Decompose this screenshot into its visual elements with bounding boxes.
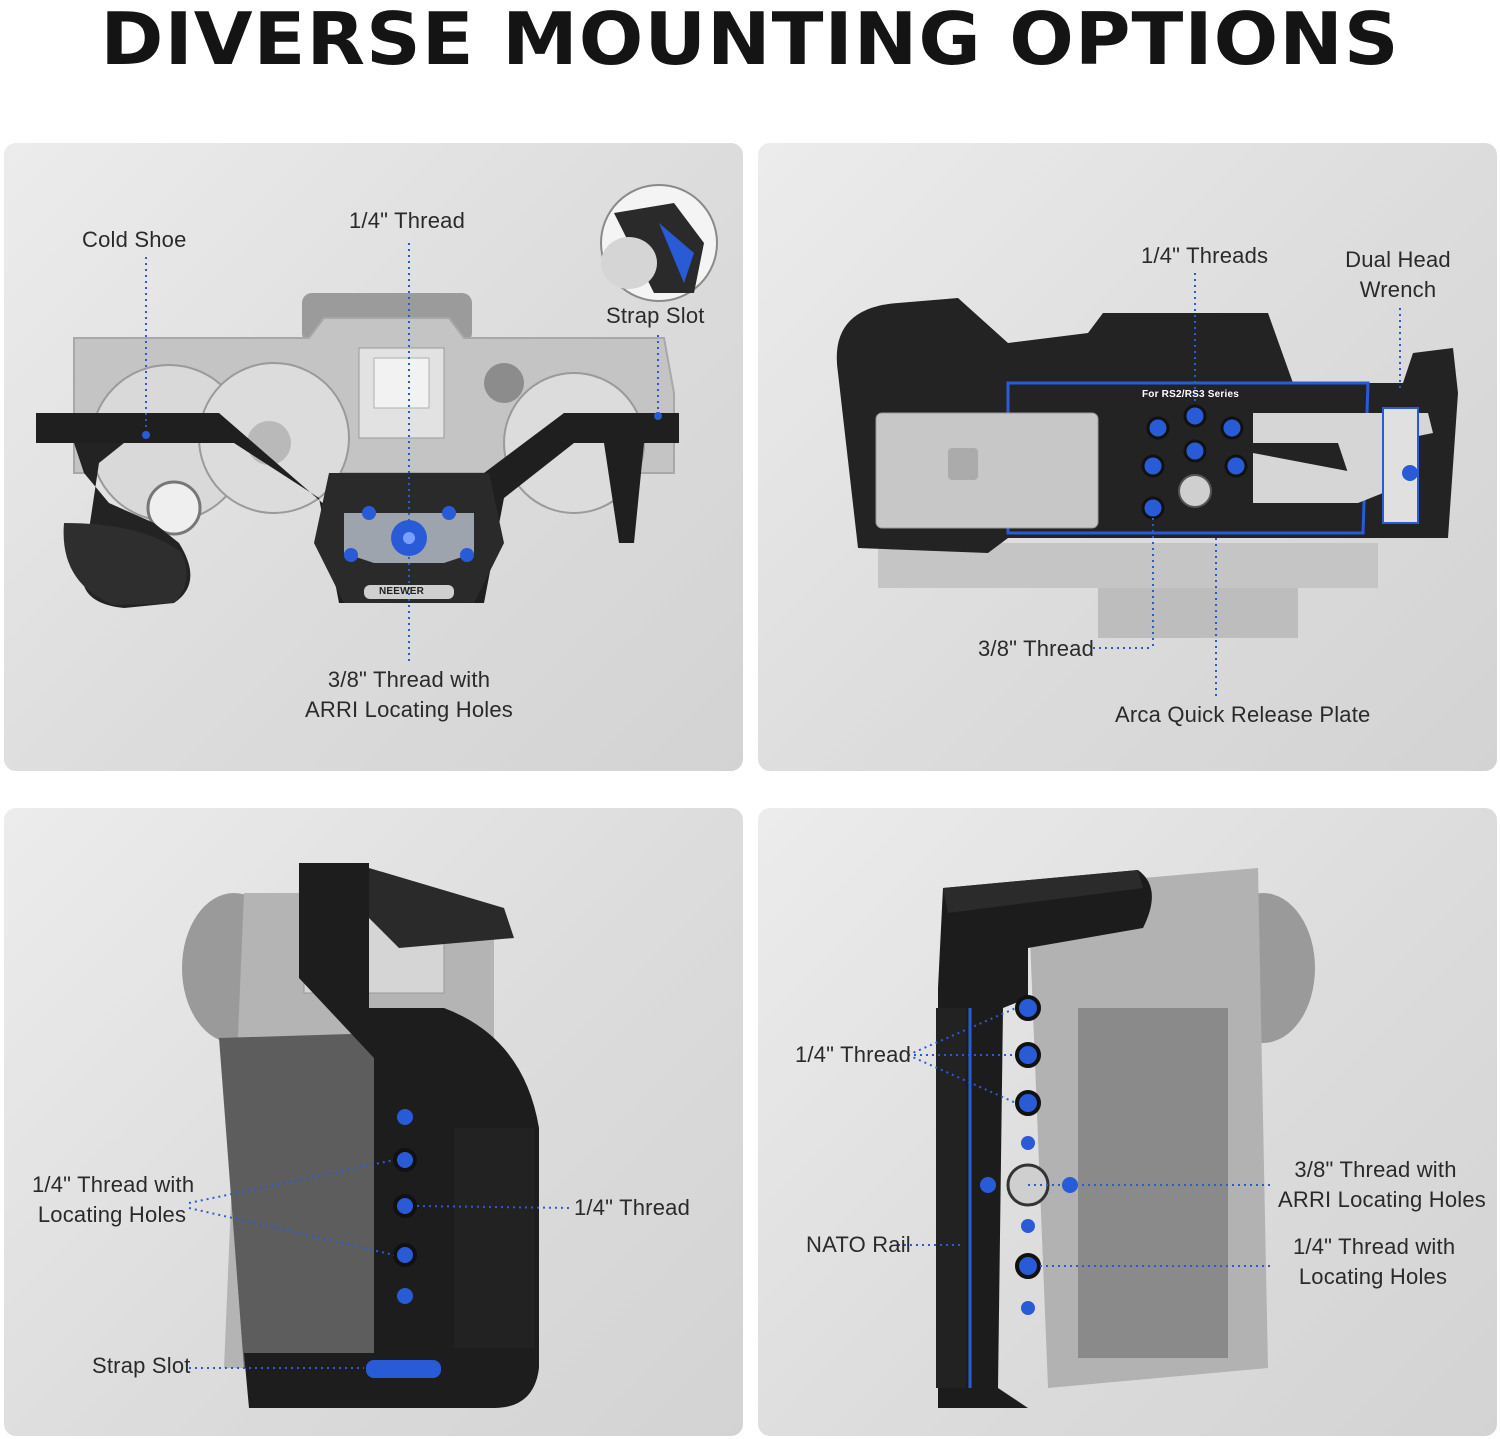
- label-quarter-thread-right: 1/4" Thread: [795, 1042, 912, 1067]
- label-nato-rail: NATO Rail: [806, 1232, 911, 1257]
- label-strap-slot-side: Strap Slot: [92, 1353, 191, 1378]
- label-line: 3/8" Thread with: [327, 667, 491, 692]
- label-line: Locating Holes: [37, 1202, 187, 1227]
- label-quarter-thread-side: 1/4" Thread: [574, 1195, 691, 1220]
- label-38-thread: 3/8" Thread: [978, 636, 1095, 661]
- cage-side-left-illustration: [182, 863, 571, 1408]
- label-arca-plate: Arca Quick Release Plate: [1115, 702, 1371, 727]
- plate-print: For RS2/RS3 Series: [1142, 389, 1239, 400]
- label-strap-slot-top: Strap Slot: [606, 303, 705, 328]
- panel-top-view: Cold Shoe 1/4" Thread Strap Slot 3/8" Th…: [4, 143, 743, 771]
- label-line: 1/4" Thread with: [32, 1172, 195, 1197]
- label-locating-holes-left: 1/4" Thread with Locating Holes: [32, 1170, 195, 1230]
- label-line: 3/8" Thread with: [1294, 1157, 1457, 1182]
- page-title: DIVERSE MOUNTING OPTIONS: [100, 0, 1400, 81]
- panel-bottom-view: For RS2/RS3 Series 1/4" Threads Dual Hea…: [758, 143, 1497, 771]
- label-line: Dual Head: [1345, 247, 1451, 272]
- panel-side-right: 1/4" Thread 3/8" Thread with ARRI Locati…: [758, 808, 1497, 1436]
- label-line: Locating Holes: [1298, 1264, 1448, 1289]
- cage-bottom-illustration: [836, 273, 1458, 699]
- camera-top-illustration: [36, 184, 718, 663]
- label-cold-shoe: Cold Shoe: [82, 227, 187, 252]
- label-line: Wrench: [1359, 277, 1437, 302]
- neewer-logo: NEEWER: [379, 586, 425, 597]
- label-line: ARRI Locating Holes: [1278, 1187, 1487, 1212]
- cage-side-right-illustration: [898, 868, 1315, 1408]
- label-arri-thread-top: 3/8" Thread with ARRI Locating Holes: [304, 665, 514, 725]
- label-quarter-threads: 1/4" Threads: [1141, 243, 1269, 268]
- panel-side-left: 1/4" Thread with Locating Holes 1/4" Thr…: [4, 808, 743, 1436]
- label-arri-thread-right: 3/8" Thread with ARRI Locating Holes: [1278, 1155, 1487, 1215]
- label-locating-holes-right: 1/4" Thread with Locating Holes: [1293, 1232, 1456, 1292]
- label-quarter-thread-top: 1/4" Thread: [349, 208, 466, 233]
- label-dual-head-wrench: Dual Head Wrench: [1343, 245, 1453, 305]
- label-line: ARRI Locating Holes: [304, 697, 513, 722]
- label-line: 1/4" Thread with: [1293, 1234, 1456, 1259]
